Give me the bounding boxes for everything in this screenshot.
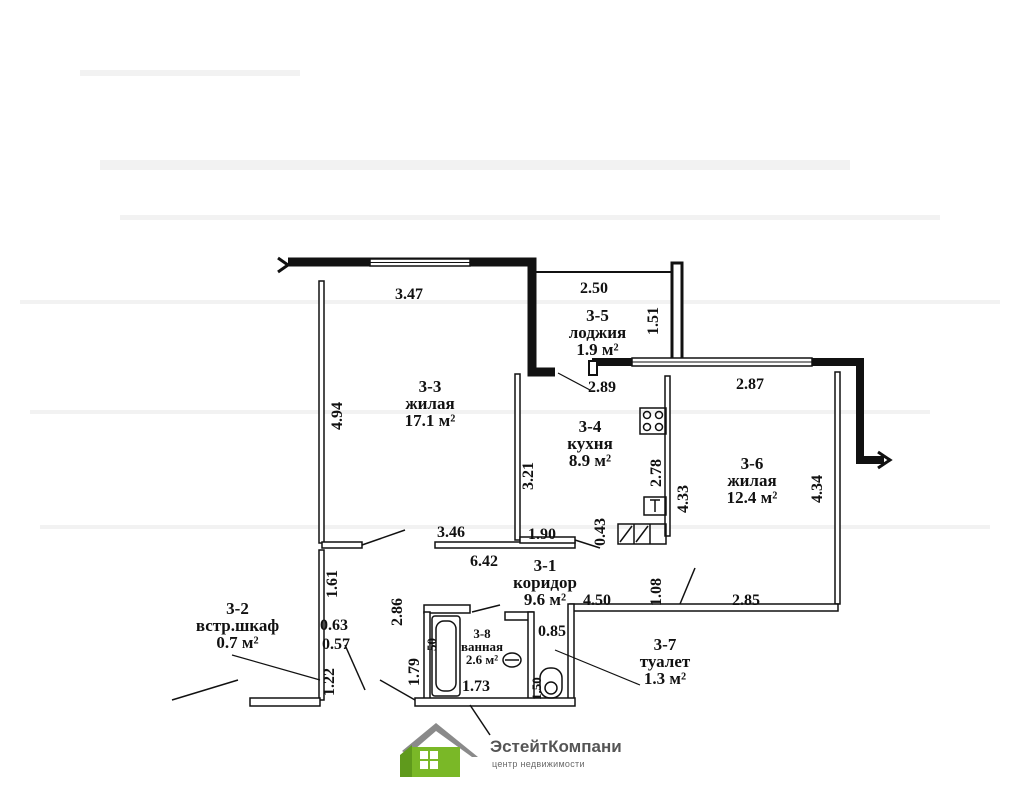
dim-label: 2.50 (580, 280, 608, 297)
dim-label: 3.21 (520, 462, 537, 490)
dim-label: 3.46 (437, 524, 465, 541)
dim-label: 0.57 (322, 636, 350, 653)
dim-label: 4.94 (329, 402, 346, 430)
dim-label: 2.85 (732, 592, 760, 609)
dim-label: 0.43 (592, 518, 609, 546)
scan-ghost-line (120, 215, 940, 220)
dim-label: 1.79 (406, 658, 423, 686)
bathtub-icon (431, 615, 461, 697)
company-logo: ЭстейтКомпани центр недвижимости (398, 717, 628, 781)
logo-tagline: центр недвижимости (492, 759, 585, 769)
dim-label: 1.73 (462, 678, 490, 695)
scan-ghost-line (100, 160, 850, 170)
scan-ghost-line (80, 70, 300, 76)
dim-label: 6.42 (470, 553, 498, 570)
dim-label: 4.50 (583, 592, 611, 609)
stove-icon (639, 407, 667, 435)
scan-ghost-line (30, 410, 930, 414)
dim-label: 4.33 (675, 485, 692, 513)
dim-label: 50 (424, 638, 439, 651)
dim-label: 0.63 (320, 617, 348, 634)
dim-label: 4.34 (809, 475, 826, 503)
dim-label: 1.51 (645, 307, 662, 335)
house-logo-icon (400, 723, 478, 777)
dim-label: 2.87 (736, 376, 764, 393)
kitchen-sink-icon (643, 496, 667, 516)
dim-label: 3.47 (395, 286, 423, 303)
dim-label: 1.90 (528, 526, 556, 543)
dim-label: 2.89 (588, 379, 616, 396)
dim-label: 1.08 (648, 578, 665, 606)
dim-label: 1.22 (321, 668, 338, 696)
dim-label: 1.61 (324, 570, 341, 598)
kitchen-counter-icon (617, 523, 667, 545)
scan-ghost-line (20, 300, 1000, 304)
logo-name: ЭстейтКомпани (490, 737, 622, 756)
dim-label: 2.78 (648, 459, 665, 487)
dim-label: 0.85 (538, 623, 566, 640)
sink-icon (502, 652, 522, 668)
dim-label: 1.50 (529, 677, 544, 700)
toilet-icon (539, 667, 563, 699)
dim-label: 2.86 (389, 598, 406, 626)
